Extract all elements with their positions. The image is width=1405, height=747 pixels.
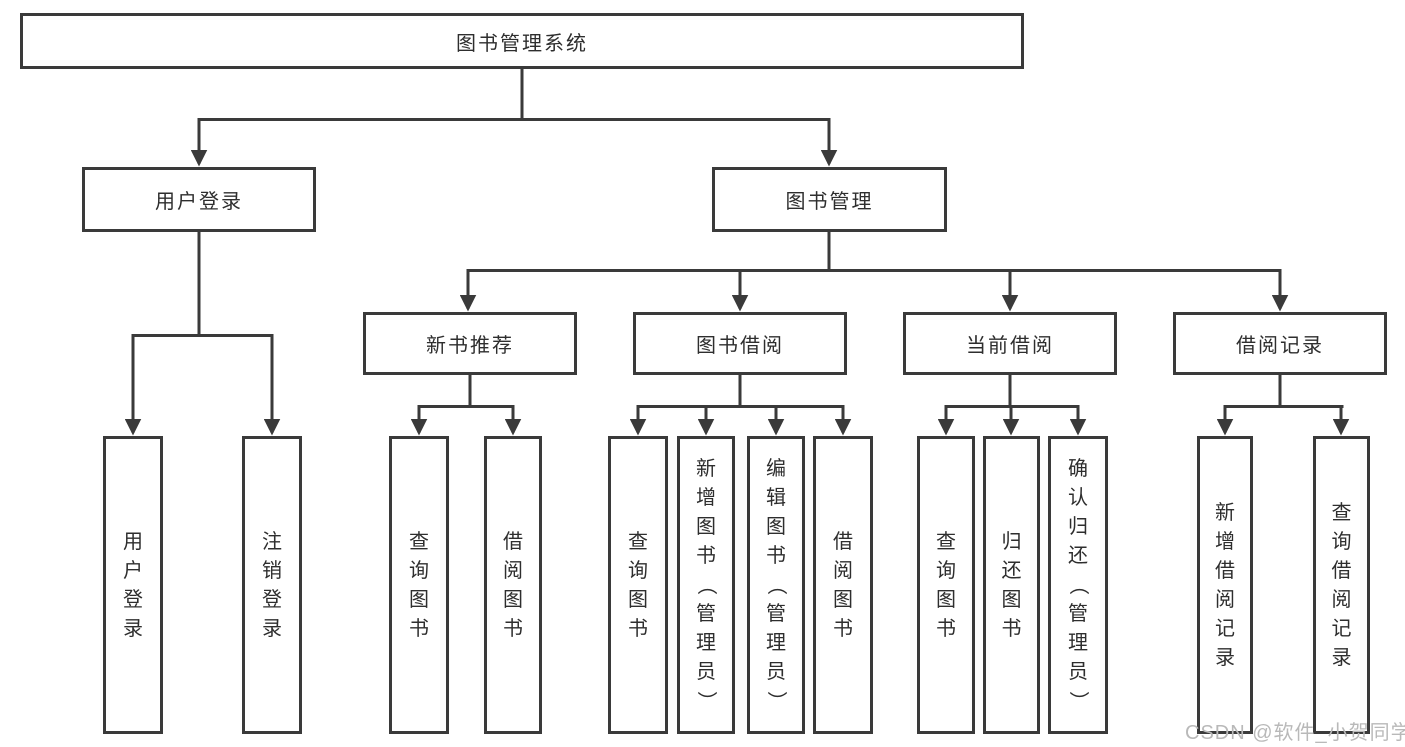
node-label: 查询图书 — [936, 530, 956, 640]
tree-leaf: 用户登录 — [103, 436, 163, 734]
node-borrow-records: 借阅记录 — [1173, 312, 1387, 375]
tree-leaf: 归还图书 — [983, 436, 1040, 734]
node-book-management: 图书管理 — [712, 167, 947, 232]
tree-leaf: 借阅图书 — [813, 436, 873, 734]
node-book-borrow: 图书借阅 — [633, 312, 847, 375]
node-label: 归还图书 — [1001, 530, 1022, 640]
node-label: 新增图书（管理员） — [695, 458, 717, 711]
tree-leaf: 查询借阅记录 — [1313, 436, 1370, 734]
node-label: 借阅记录 — [1236, 335, 1324, 357]
node-label: 图书管理系统 — [456, 32, 588, 55]
tree-leaf: 新增借阅记录 — [1197, 436, 1253, 734]
csdn-watermark: CSDN @软件_小贺同学 — [1185, 722, 1405, 744]
node-user-login: 用户登录 — [82, 167, 316, 232]
node-label: 确认归还（管理员） — [1067, 458, 1089, 711]
tree-leaf: 新增图书（管理员） — [677, 436, 735, 734]
node-label: 编辑图书（管理员） — [765, 458, 787, 711]
node-label: 新增借阅记录 — [1215, 501, 1235, 669]
node-label: 借阅图书 — [503, 530, 523, 640]
node-label: 图书借阅 — [696, 335, 784, 357]
node-label: 用户登录 — [155, 191, 243, 213]
tree-leaf: 查询图书 — [389, 436, 449, 734]
node-label: 查询借阅记录 — [1331, 501, 1352, 669]
tree-leaf: 编辑图书（管理员） — [747, 436, 805, 734]
node-label: 用户登录 — [123, 530, 143, 640]
tree-leaf: 注销登录 — [242, 436, 302, 734]
tree-leaf: 借阅图书 — [484, 436, 542, 734]
tree-leaf: 查询图书 — [917, 436, 975, 734]
node-label: 当前借阅 — [966, 335, 1054, 357]
node-label: 借阅图书 — [833, 530, 853, 640]
node-new-book-recommend: 新书推荐 — [363, 312, 577, 375]
tree-leaf: 确认归还（管理员） — [1048, 436, 1108, 734]
tree-leaf: 查询图书 — [608, 436, 668, 734]
node-current-borrow: 当前借阅 — [903, 312, 1117, 375]
node-label: 注销登录 — [262, 530, 282, 640]
node-label: 查询图书 — [628, 530, 648, 640]
node-root: 图书管理系统 — [20, 13, 1024, 69]
node-label: 图书管理 — [785, 191, 874, 213]
node-label: 新书推荐 — [426, 335, 514, 357]
node-label: 查询图书 — [409, 530, 429, 640]
